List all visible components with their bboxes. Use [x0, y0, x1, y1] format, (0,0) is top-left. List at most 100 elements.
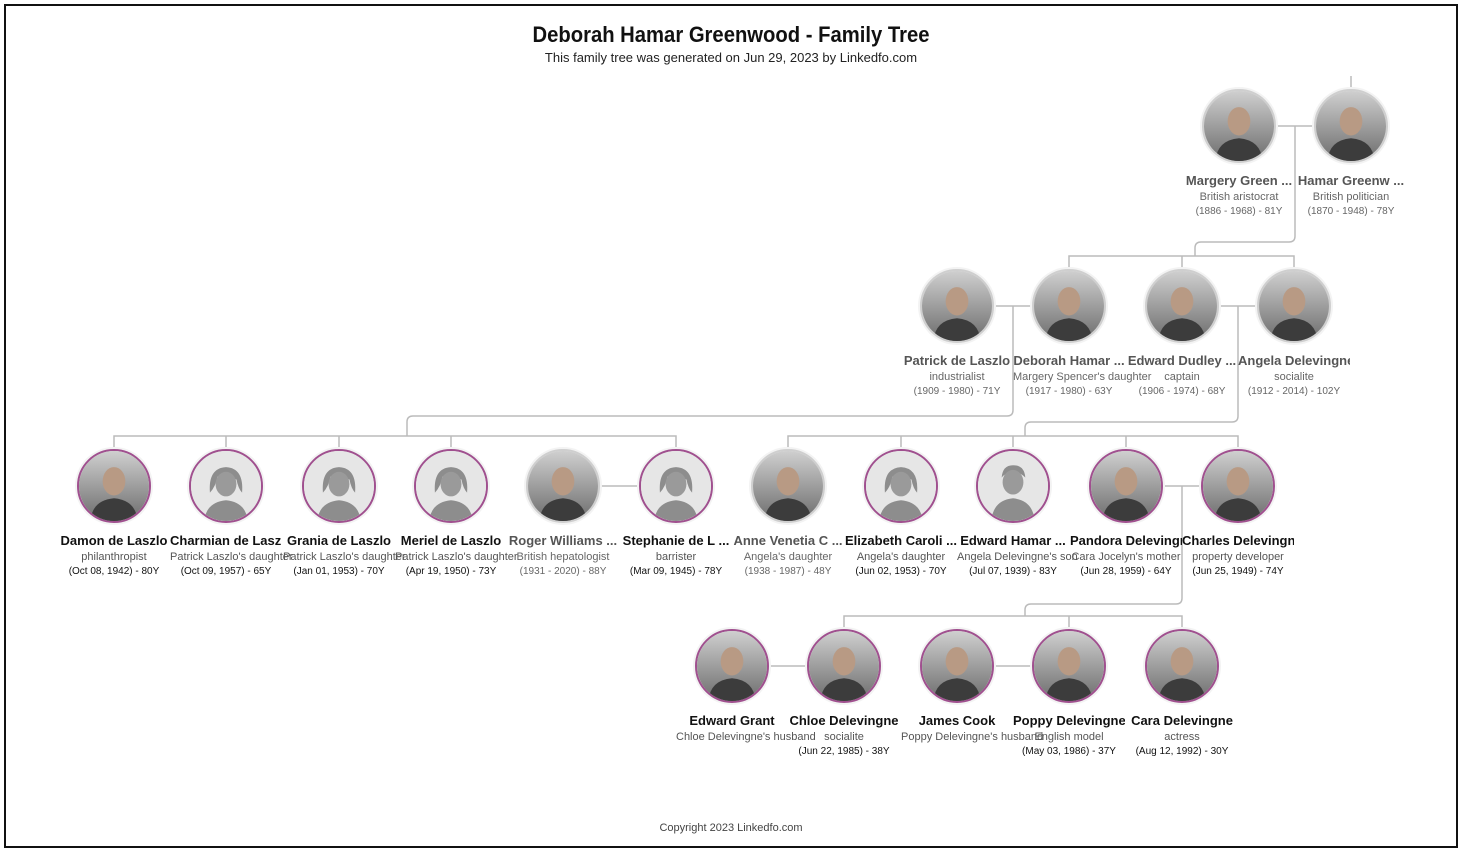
person-description: Cara Jocelyn's mother [1071, 551, 1181, 563]
avatar[interactable] [1201, 449, 1275, 523]
person-description: Angela's daughter [856, 551, 946, 563]
avatar[interactable] [1145, 629, 1219, 703]
person-name[interactable]: Edward Dudley ... [1127, 353, 1237, 368]
person-name[interactable]: Meriel de Laszlo [400, 533, 502, 548]
person-description: socialite [1274, 371, 1314, 383]
avatar[interactable] [189, 449, 263, 523]
person-name[interactable]: Angela Delevingne [1238, 353, 1350, 368]
person-card-edward-dudley[interactable]: Edward Dudley ...captain(1906 - 1974) - … [1126, 269, 1238, 397]
person-description: Poppy Delevingne's husband [901, 731, 1044, 743]
person-description: Chloe Delevingne's husband [676, 731, 816, 743]
sibling-line [900, 436, 1127, 448]
person-description: English model [1034, 731, 1104, 743]
avatar[interactable] [1089, 449, 1163, 523]
person-dates: (Jun 02, 1953) - 70Y [855, 566, 947, 577]
person-dates: (Jun 28, 1959) - 64Y [1080, 566, 1172, 577]
person-dates: (1909 - 1980) - 71Y [913, 386, 1001, 397]
avatar[interactable] [1032, 629, 1106, 703]
person-card-patrick-de-laszlo[interactable]: Patrick de Laszlo industrialist (1909 - 19… [901, 269, 1013, 397]
person-card-margery-green[interactable]: Margery Green ...British aristocrat(1886… [1183, 89, 1295, 217]
person-name[interactable]: Elizabeth Caroli ... [845, 533, 957, 548]
avatar[interactable] [1202, 89, 1276, 163]
person-name[interactable]: Edward Grant [689, 713, 775, 728]
person-card-anne-venetia-c[interactable]: Anne Venetia C ... Angela's daughter (1938… [732, 449, 844, 577]
person-card-deborah-hamar[interactable]: Deborah Hamar ...Margery Spencer's daugh… [1013, 269, 1151, 397]
person-dates: (Apr 19, 1950) - 73Y [405, 566, 497, 577]
copyright-text: Copyright 2023 Linkedfo.com [659, 822, 803, 834]
person-dates: (1917 - 1980) - 63Y [1025, 386, 1113, 397]
person-name[interactable]: Roger Williams ... [508, 533, 618, 548]
person-name[interactable]: Grania de Laszlo [286, 533, 392, 548]
person-card-stephanie-de-l[interactable]: Stephanie de L ...barrister(Mar 09, 1945… [620, 449, 732, 577]
person-name[interactable]: Anne Venetia C ... [733, 533, 843, 548]
person-dates: (Aug 12, 1992) - 30Y [1135, 746, 1229, 757]
person-description: barrister [655, 551, 697, 563]
avatar[interactable] [1032, 269, 1106, 343]
person-card-elizabeth-caroli[interactable]: Elizabeth Caroli ... Angela's daughter (Ju… [845, 449, 957, 577]
person-name[interactable]: Stephanie de L ... [622, 533, 730, 548]
descent-line [406, 306, 1014, 436]
avatar[interactable] [920, 629, 994, 703]
avatar[interactable] [695, 629, 769, 703]
person-name[interactable]: Patrick de Laszlo [903, 353, 1011, 368]
person-description: Angela's daughter [743, 551, 833, 563]
sibling-line [113, 435, 677, 448]
avatar[interactable] [976, 449, 1050, 523]
avatar[interactable] [1145, 269, 1219, 343]
person-dates: (1870 - 1948) - 78Y [1307, 206, 1395, 217]
person-description: property developer [1192, 551, 1284, 563]
person-card-roger-williams[interactable]: Roger Williams ...British hepatologist(1… [507, 449, 619, 577]
person-name[interactable]: Chloe Delevingne [789, 713, 899, 728]
descent-line [1024, 306, 1239, 436]
person-dates: (Jun 22, 1985) - 38Y [798, 746, 890, 757]
person-name[interactable]: Margery Green ... [1185, 173, 1293, 188]
avatar[interactable] [639, 449, 713, 523]
person-card-pandora-delevingne[interactable]: Pandora DelevingneCara Jocelyn's mother (… [1070, 449, 1182, 577]
person-name[interactable]: Damon de Laszlo [60, 533, 168, 548]
person-name[interactable]: Cara Delevingne [1131, 713, 1233, 728]
person-dates: (May 03, 1986) - 37Y [1022, 746, 1116, 757]
avatar[interactable] [526, 449, 600, 523]
avatar[interactable] [920, 269, 994, 343]
person-name[interactable]: Hamar Greenw ... [1297, 173, 1405, 188]
person-card-hamar-greenw[interactable]: Hamar Greenw ...British politician(1870 … [1295, 89, 1407, 217]
avatar[interactable] [1314, 89, 1388, 163]
person-name[interactable]: Edward Hamar ... [960, 533, 1066, 548]
person-name[interactable]: Charles Delevingne [1182, 533, 1294, 548]
person-name[interactable]: Charmian de Laszlo [170, 533, 282, 548]
avatar[interactable] [302, 449, 376, 523]
sibling-line [225, 436, 452, 448]
person-card-edward-hamar[interactable]: Edward Hamar ...Angela Delevingne's son(… [957, 449, 1078, 577]
person-dates: (1938 - 1987) - 48Y [744, 566, 832, 577]
descent-line [1024, 486, 1183, 616]
page-title: Deborah Hamar Greenwood - Family Tree [532, 22, 930, 47]
avatar[interactable] [1257, 269, 1331, 343]
connector-lines [113, 76, 1352, 667]
family-tree-frame: Deborah Hamar Greenwood - Family Tree Th… [4, 4, 1458, 848]
person-name[interactable]: Pandora Delevingne [1070, 533, 1182, 548]
person-description: British aristocrat [1199, 191, 1279, 203]
descent-line [1194, 126, 1296, 256]
page-subtitle: This family tree was generated on Jun 29… [544, 50, 918, 65]
person-name[interactable]: Deborah Hamar ... [1013, 353, 1125, 368]
avatar[interactable] [864, 449, 938, 523]
person-description: captain [1164, 371, 1200, 383]
avatar[interactable] [751, 449, 825, 523]
avatar[interactable] [77, 449, 151, 523]
avatar[interactable] [414, 449, 488, 523]
person-name[interactable]: Poppy Delevingne [1013, 713, 1125, 728]
avatar[interactable] [807, 629, 881, 703]
person-description: industrialist [929, 371, 985, 383]
person-name[interactable]: James Cook [918, 713, 996, 728]
